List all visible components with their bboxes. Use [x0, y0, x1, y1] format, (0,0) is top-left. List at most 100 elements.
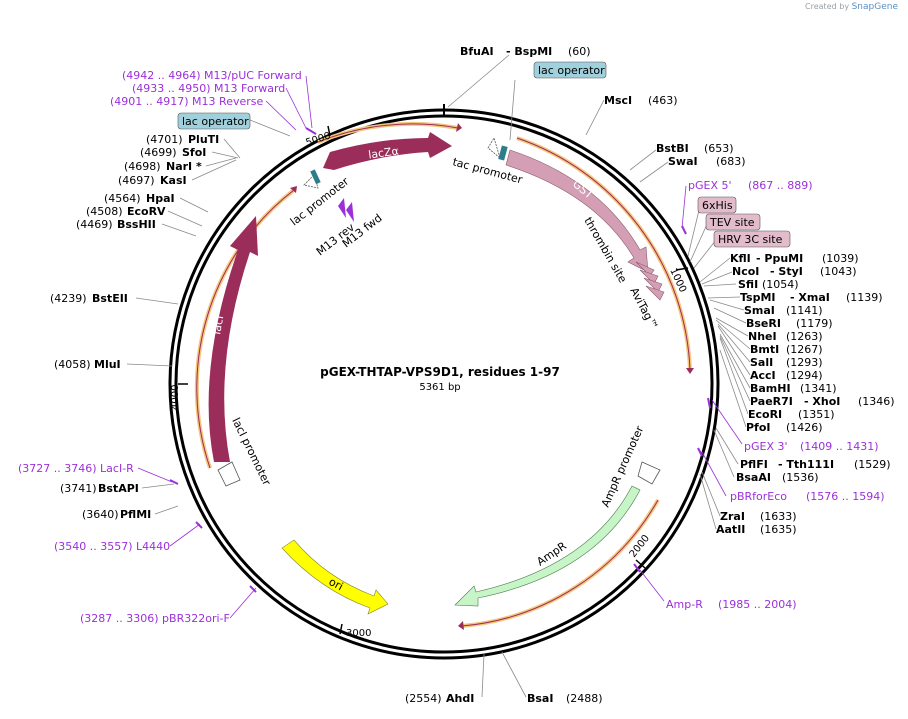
leader-kfli	[699, 257, 731, 283]
leader-pgex5	[681, 185, 687, 229]
feature-tacprom	[487, 137, 501, 160]
site-kfli: KflI	[730, 252, 751, 265]
site-pfimi-pos: (3640)	[82, 508, 119, 521]
primer-mark-l4440	[195, 521, 203, 529]
lac-operator-left-mark	[310, 169, 321, 185]
leaders	[126, 54, 751, 698]
site-nari: NarI *	[166, 160, 202, 173]
site-ppumi: - PpuMI	[756, 252, 803, 265]
leader-nhei	[715, 317, 749, 337]
tag-mark-3	[643, 277, 663, 293]
orf-arc-gst-line	[516, 137, 691, 371]
thrombin-mark	[635, 261, 655, 277]
site-styi-pos: (1043)	[820, 265, 857, 278]
site-nhei-pos: (1263)	[786, 330, 823, 343]
leader-bamhi	[719, 333, 751, 389]
site-ahdi: AhdI	[446, 692, 474, 705]
leader-m13puc	[305, 75, 313, 129]
plasmid-length: 5361 bp	[419, 382, 460, 393]
tick-2000-mark	[635, 559, 646, 569]
leader-tev	[689, 221, 709, 263]
primer-l4440: (3540 .. 3557) L4440	[54, 540, 170, 553]
primer-amp-r-pos: (1985 .. 2004)	[718, 598, 797, 611]
site-bsteii-pos: (4239)	[50, 292, 87, 305]
site-sfii: SfiI	[738, 278, 758, 291]
site-smai: SmaI	[744, 304, 775, 317]
site-bstbi: BstBI	[656, 142, 689, 155]
leader-his	[687, 205, 701, 257]
feature-amprprom-label: AmpR promoter	[599, 424, 647, 510]
leader-bmti	[715, 319, 751, 350]
site-pluti: PluTI	[188, 133, 219, 146]
feature-m13fwd	[346, 202, 354, 222]
leader-hpai	[179, 197, 209, 213]
site-acci-pos: (1294)	[786, 369, 823, 382]
primer-pgex3-pos: (1409 .. 1431)	[800, 440, 879, 453]
site-bmti-pos: (1267)	[786, 343, 823, 356]
site-bsai-pos: (2488)	[566, 692, 603, 705]
site-xmai-pos: (1139)	[846, 291, 883, 304]
orf-arc-ampr-line	[461, 499, 659, 627]
site-bspmi: - BspMI	[506, 45, 552, 58]
primer-mark-laci	[169, 479, 179, 485]
leader-bsshii	[161, 223, 197, 237]
site-bstapi: BstAPI	[98, 482, 139, 495]
site-tspmi: TspMI	[740, 291, 776, 304]
site-bspmi-pos: (60)	[568, 45, 591, 58]
site-ahdi-pos: (2554)	[405, 692, 442, 705]
tick-1000-mark	[675, 267, 689, 271]
site-bsteii: BstEII	[92, 292, 128, 305]
site-bmti: BmtI	[750, 343, 779, 356]
orf-arc-lacza-head	[456, 123, 462, 132]
feature-ori	[281, 539, 389, 615]
site-sali-pos: (1293)	[786, 356, 823, 369]
site-ncoi: NcoI	[732, 265, 759, 278]
leader-msci	[585, 99, 605, 136]
leader-pfoi	[719, 349, 747, 428]
site-ecori-pos: (1351)	[798, 408, 835, 421]
site-bstapi-pos: (3741)	[60, 482, 97, 495]
leader-bstbi	[629, 149, 657, 171]
tick-3000: 3000	[346, 628, 371, 639]
primer-marks	[169, 127, 711, 593]
leader-hrv	[693, 239, 717, 269]
site-pluti-pos: (4701)	[146, 133, 183, 146]
leader-bfuai	[447, 54, 510, 108]
primer-pbrforeco: pBRforEco	[730, 490, 787, 503]
leader-pbr322	[229, 587, 257, 619]
primer-pbr322ori: (3287 .. 3306) pBR322ori-F	[80, 612, 230, 625]
box-hrv	[713, 230, 791, 248]
feature-lacza	[323, 132, 452, 170]
primer-pgex5-pos: (867 .. 889)	[748, 179, 813, 192]
leader-bsaai	[713, 429, 735, 478]
site-pfoi: PfoI	[746, 421, 771, 434]
feature-amprprom	[637, 461, 661, 485]
site-beseri: BseRI	[746, 317, 781, 330]
leader-m13fwd	[285, 87, 307, 129]
leader-sfii	[703, 283, 737, 287]
site-bamhi-pos: (1341)	[800, 382, 837, 395]
plasmid-title: pGEX-THTAP-VPS9D1, residues 1-97	[320, 365, 560, 379]
box-hrv-label: HRV 3C site	[718, 233, 783, 246]
snapgene-credit: Created by SnapGene	[805, 2, 898, 12]
site-xhoi: - XhoI	[804, 395, 840, 408]
leader-sfoi	[211, 151, 239, 159]
site-tth111i-pos: (1529)	[854, 458, 891, 471]
orf-arc-lacza-line	[317, 123, 459, 143]
leader-smai	[709, 299, 745, 311]
site-beseri-pos: (1179)	[796, 317, 833, 330]
primer-pgex3: pGEX 3'	[744, 440, 788, 453]
site-kasi: KasI	[160, 174, 187, 187]
site-xhoi-pos: (1346)	[858, 395, 895, 408]
tag-mark-4	[645, 285, 665, 301]
primer-mark-pgex3	[707, 397, 711, 409]
primer-m13puc: (4942 .. 4964) M13/pUC Forward	[122, 69, 302, 82]
primer-amp-r: Amp-R	[666, 598, 703, 611]
site-zrai: ZraI	[720, 510, 745, 523]
site-sali: SalI	[750, 356, 773, 369]
site-ecori: EcoRI	[748, 408, 782, 421]
site-pflfi: PflFI	[740, 458, 768, 471]
site-hpai: HpaI	[146, 192, 175, 205]
site-mlui: MluI	[94, 358, 121, 371]
box-tev	[705, 213, 761, 231]
